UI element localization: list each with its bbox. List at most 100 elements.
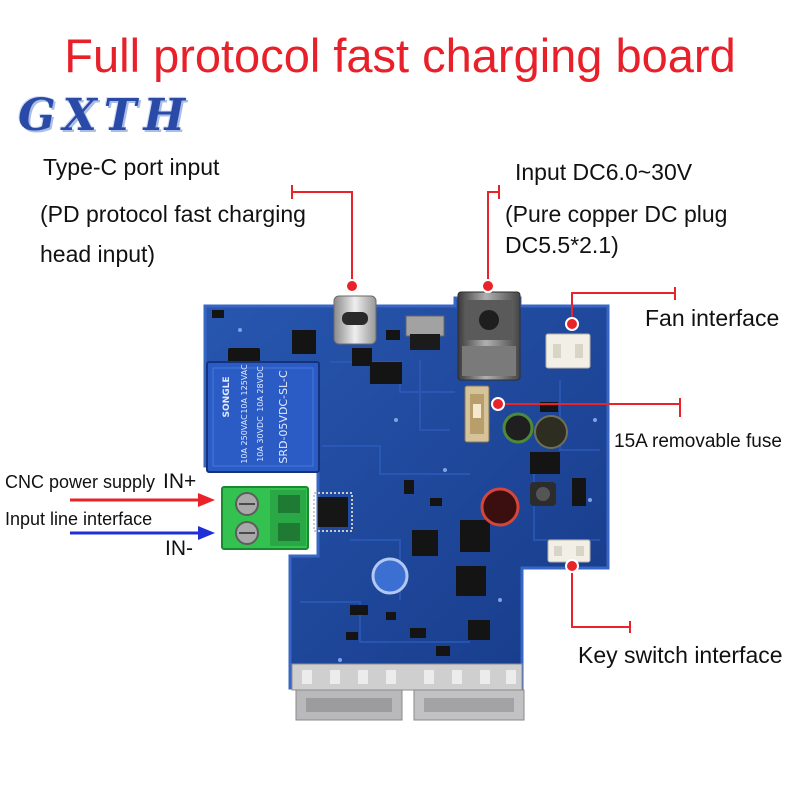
callout-key-switch	[565, 559, 631, 633]
capacitors	[371, 412, 568, 595]
fan-connector	[545, 333, 591, 369]
callout-line	[571, 292, 675, 318]
dc-jack-hole	[479, 310, 499, 330]
pcb-trace	[300, 601, 470, 643]
fan-connector-housing	[545, 333, 591, 369]
header-pin	[480, 670, 490, 684]
relay-face	[212, 367, 314, 467]
via	[588, 498, 592, 502]
smd-chip	[456, 566, 486, 596]
inductor	[530, 482, 556, 506]
type-c-note: (PD protocol fast charging	[40, 201, 306, 227]
key-switch-label: Key switch interface	[578, 642, 783, 668]
negative-arrow	[70, 526, 215, 540]
callout-dot	[565, 559, 579, 573]
callout-dot	[565, 317, 579, 331]
relay-rating: 10A 250VAC	[240, 414, 249, 464]
bottom-connector-inner	[306, 698, 392, 712]
via	[498, 598, 502, 602]
fuse-label: 15A removable fuse	[614, 431, 782, 452]
regulator-tab	[405, 315, 445, 337]
type-c-slot	[342, 312, 368, 325]
fan-connector-pin	[575, 344, 583, 358]
callout-line	[571, 572, 630, 628]
type-c-port	[333, 295, 377, 345]
smd-part	[436, 646, 450, 656]
smd-part	[386, 330, 400, 340]
smd-diode	[572, 478, 586, 506]
bottom-headers	[291, 663, 525, 721]
qfp-chip	[313, 492, 353, 532]
smd-part	[404, 480, 414, 494]
smd-chip	[530, 452, 560, 474]
dc-jack	[457, 291, 521, 381]
via	[593, 418, 597, 422]
relay-rating: 10A 125VAC	[240, 364, 249, 414]
qfp-chip-body	[318, 497, 348, 527]
type-c-note-cont: head input)	[40, 241, 156, 267]
fan-interface-label: Fan interface	[645, 305, 780, 331]
inductor-core	[536, 487, 550, 501]
cnc-power-supply-label: CNC power supply	[5, 472, 156, 492]
page-title: Full protocol fast charging board	[64, 29, 736, 82]
fuse-window	[473, 404, 481, 418]
positive-arrow	[70, 493, 215, 507]
dc-input-note: (Pure copper DC plug	[505, 201, 728, 227]
smd-chip	[468, 620, 490, 640]
terminal-wire-slot	[278, 523, 300, 541]
callout-dot	[491, 397, 505, 411]
negative-arrow-head	[198, 526, 215, 540]
header-pin	[452, 670, 462, 684]
dc-input-label: Input DC6.0~30V	[515, 159, 693, 185]
via	[443, 468, 447, 472]
capacitor	[534, 415, 568, 449]
relay-model: SRD-05VDC-SL-C	[277, 370, 290, 464]
blue-capacitor	[371, 557, 409, 595]
fan-connector-pin	[553, 344, 561, 358]
smd-qfn-chip	[460, 520, 490, 552]
voltage-regulator	[405, 315, 445, 350]
smd-part	[370, 362, 402, 384]
relay-body	[206, 361, 320, 473]
callout-dot	[345, 279, 359, 293]
dc-input-note-cont: DC5.5*2.1)	[505, 232, 619, 258]
header-pin	[424, 670, 434, 684]
dc-jack-base	[462, 346, 516, 376]
header-pin	[302, 670, 312, 684]
key-switch-connector	[547, 539, 591, 563]
header-pin	[330, 670, 340, 684]
smd-part	[350, 605, 368, 615]
callout-dot	[481, 279, 495, 293]
electrolytic-capacitor	[480, 487, 520, 527]
callout-fan	[565, 287, 676, 331]
relay-brand: SONGLE	[222, 377, 232, 418]
smd-components	[212, 310, 586, 656]
bottom-connector-inner	[424, 698, 514, 712]
smd-diode	[228, 348, 260, 362]
smd-part	[352, 348, 372, 366]
header-pin	[358, 670, 368, 684]
callout-fuse	[491, 397, 681, 417]
relay: SONGLE 10A 250VAC 10A 125VAC 10A 30VDC 1…	[206, 361, 320, 473]
callout-line	[292, 191, 353, 280]
via	[338, 658, 342, 662]
smd-part	[212, 310, 224, 318]
qfp-chip-pins	[313, 492, 353, 532]
via	[238, 328, 242, 332]
pcb-trace	[419, 360, 450, 431]
relay-rating: 10A 28VDC	[256, 366, 265, 412]
key-connector-pin	[576, 546, 584, 556]
smd-chip	[412, 530, 438, 556]
in-negative-label: IN-	[165, 537, 193, 560]
input-line-interface-label: Input line interface	[5, 509, 153, 529]
relay-rating: 10A 30VDC	[256, 416, 265, 462]
input-terminal-block	[221, 486, 309, 550]
smd-part	[346, 632, 358, 640]
key-connector-pin	[554, 546, 562, 556]
smd-ic	[292, 330, 316, 354]
terminal-wire-slot	[278, 495, 300, 513]
header-pin	[506, 670, 516, 684]
smd-part	[540, 402, 558, 412]
callout-type-c	[291, 185, 359, 293]
